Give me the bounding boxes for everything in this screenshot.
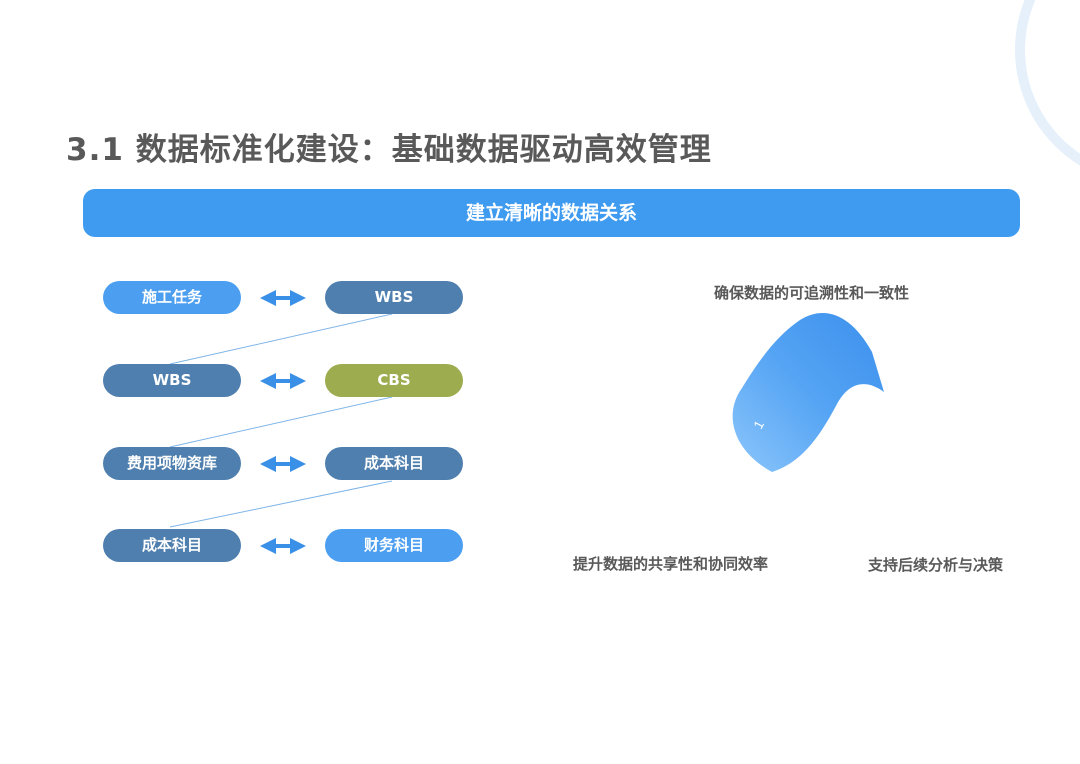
page-title: 3.1 数据标准化建设：基础数据驱动高效管理 <box>66 124 712 169</box>
pill-cost-account-left: 成本科目 <box>103 529 241 562</box>
pill-cbs: CBS <box>325 364 463 397</box>
ribbon-number: 1 <box>750 418 767 431</box>
link-line-3 <box>170 481 392 527</box>
pill-cost-material-lib: 费用项物资库 <box>103 447 241 480</box>
pill-wbs-right: WBS <box>325 281 463 314</box>
benefit-sharing: 提升数据的共享性和协同效率 <box>573 553 768 574</box>
benefit-traceability: 确保数据的可追溯性和一致性 <box>714 282 909 303</box>
ribbon-shape <box>733 313 884 472</box>
pill-finance-account: 财务科目 <box>325 529 463 562</box>
pill-construction-task: 施工任务 <box>103 281 241 314</box>
pill-cost-account-right: 成本科目 <box>325 447 463 480</box>
link-line-1 <box>170 314 392 364</box>
section-banner: 建立清晰的数据关系 <box>83 189 1020 237</box>
pill-wbs-left: WBS <box>103 364 241 397</box>
benefit-decision: 支持后续分析与决策 <box>868 554 1003 575</box>
link-line-2 <box>170 397 392 447</box>
